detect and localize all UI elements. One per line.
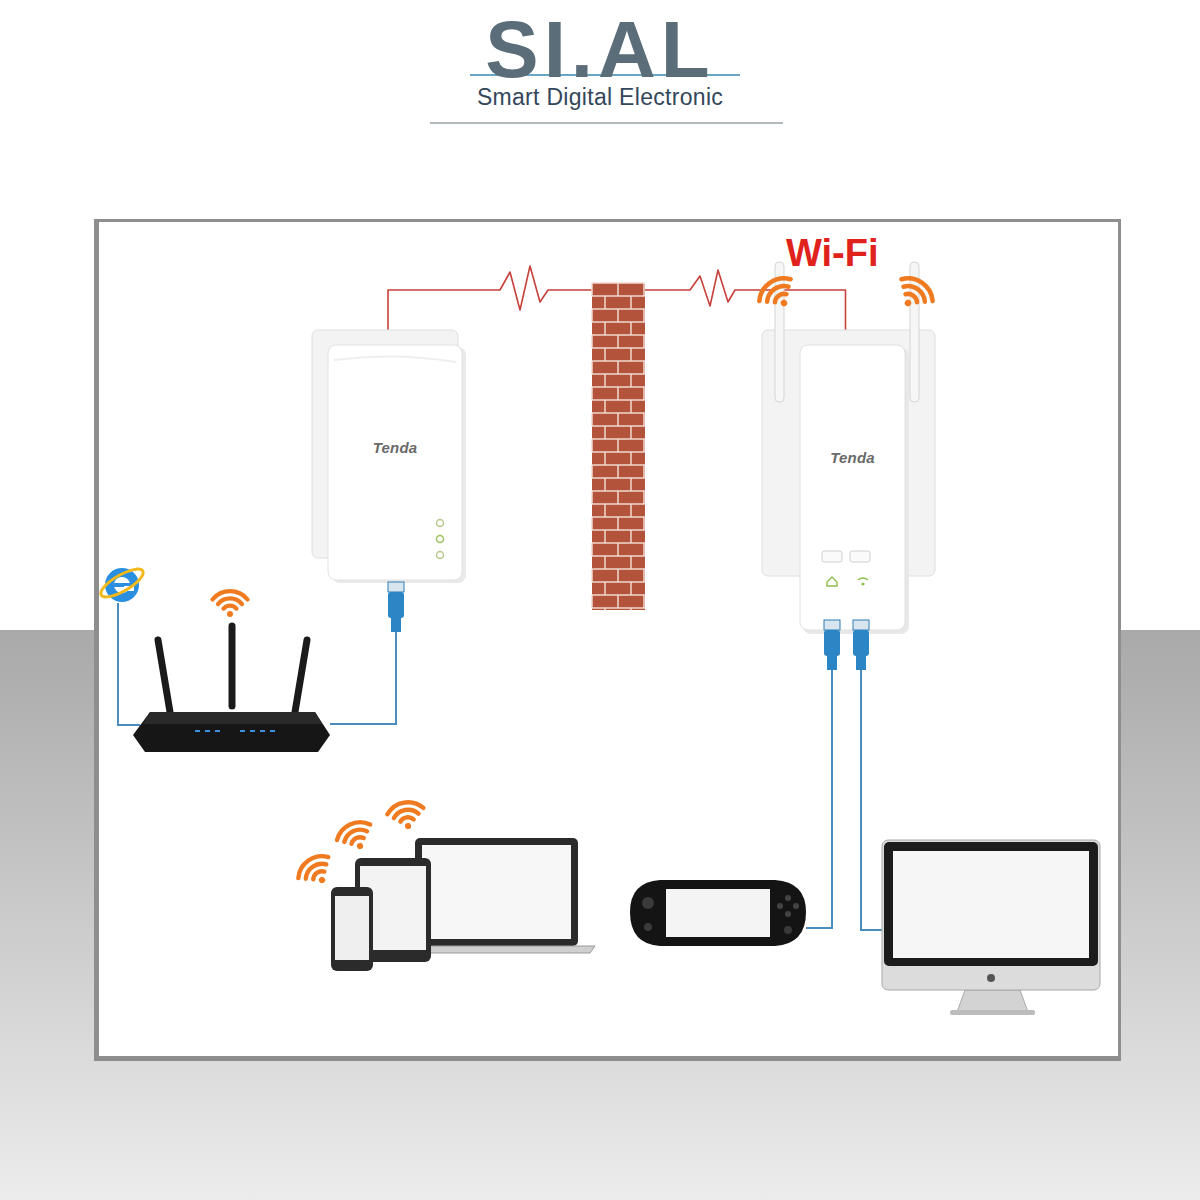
wireless-devices (331, 838, 595, 971)
brand-tagline: Smart Digital Electronic (400, 84, 800, 111)
ethernet-cable (806, 670, 832, 928)
adapter-node: Tenda (800, 345, 905, 630)
brand-logo: SI.AL (400, 4, 800, 96)
wifi-signal (293, 850, 338, 893)
powerline-adapter (312, 330, 466, 583)
ethernet-cable (861, 670, 882, 930)
rj45-plug (824, 620, 840, 670)
wifi-signal (386, 799, 427, 832)
brand-mark: Tenda (830, 449, 875, 466)
rj45-plug (853, 620, 869, 670)
internet-icon (97, 564, 147, 602)
rj45-plug (388, 582, 404, 632)
adapter-node: Tenda (328, 345, 462, 580)
wifi-powerline-adapter (762, 262, 935, 634)
wifi-signal (891, 272, 938, 317)
brand-mark: Tenda (373, 439, 418, 456)
wifi-signal (333, 817, 378, 857)
ethernet-cable (118, 603, 140, 725)
wifi-label: Wi-Fi (786, 232, 926, 275)
wifi-signal (212, 591, 247, 617)
brick-wall (592, 283, 645, 610)
ethernet-cable (330, 632, 396, 724)
wifi-signal (754, 272, 801, 317)
desktop-computer (882, 840, 1100, 1015)
game-console (630, 880, 806, 946)
wireless-router (133, 626, 330, 752)
